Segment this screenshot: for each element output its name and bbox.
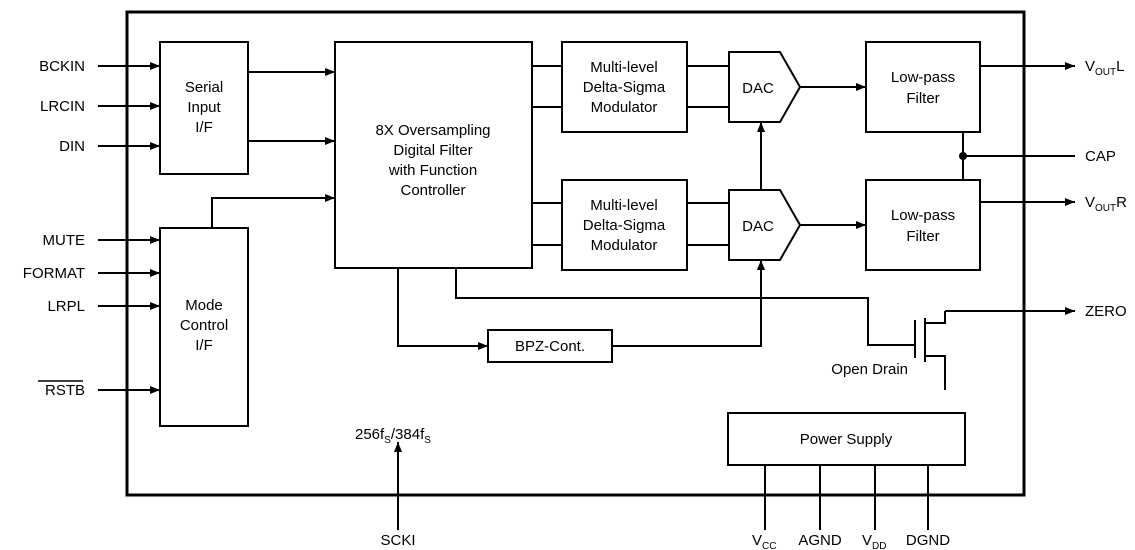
rstb-label: RSTB (45, 382, 85, 399)
mosfet-source (925, 355, 946, 390)
cap-junction-dot (959, 152, 967, 160)
mosfet-drain (925, 311, 946, 324)
filter-line-3: with Function (388, 162, 477, 179)
filter-to-bpz-arrow (397, 268, 488, 350)
mode-control-line-2: Control (180, 317, 228, 334)
vdd-label: VDD (862, 532, 886, 550)
din-label: DIN (59, 138, 85, 155)
mode-to-filter-arrow (211, 194, 335, 228)
modulator-bottom-block (561, 179, 688, 271)
scki-label: SCKI (380, 532, 415, 549)
open-drain-label: Open Drain (831, 361, 908, 378)
lowpass-top-line-2: Filter (906, 90, 939, 107)
lowpass-top-block (865, 41, 981, 133)
lrcin-label: LRCIN (40, 98, 85, 115)
modulator-top-line-3: Modulator (591, 99, 658, 116)
mode-control-line-3: I/F (195, 337, 213, 354)
filter-line-2: Digital Filter (393, 142, 472, 159)
dac-bottom-label: DAC (742, 218, 774, 235)
modulator-bottom-line-1: Multi-level (590, 197, 658, 214)
filter-line-4: Controller (400, 182, 465, 199)
mute-label: MUTE (43, 232, 86, 249)
bpz-to-dac-arrow (612, 260, 765, 347)
serial-input-line-2: Input (187, 99, 221, 116)
filter-to-zero-line (455, 268, 915, 346)
modulator-bottom-line-3: Modulator (591, 237, 658, 254)
mode-control-line-1: Mode (185, 297, 223, 314)
modulator-top-block (561, 41, 688, 133)
agnd-label: AGND (798, 532, 842, 549)
mode-control-block (159, 227, 249, 427)
dac-top-label: DAC (742, 80, 774, 97)
clock-rate-label: 256fS/384fS (355, 426, 431, 446)
vout-l-label: VOUTL (1085, 58, 1124, 78)
bckin-label: BCKIN (39, 58, 85, 75)
dac-top-block (728, 51, 802, 123)
serial-input-block (159, 41, 249, 175)
dac-bottom-block (728, 189, 802, 261)
lowpass-bottom-block (865, 179, 981, 271)
modulator-top-line-1: Multi-level (590, 59, 658, 76)
modulator-bottom-line-2: Delta-Sigma (583, 217, 666, 234)
chip-outline (125, 10, 1026, 497)
lowpass-top-line-1: Low-pass (891, 69, 955, 86)
vout-r-label: VOUTR (1085, 194, 1127, 214)
serial-input-line-3: I/F (195, 119, 213, 136)
bpz-label: BPZ-Cont. (515, 338, 585, 355)
lowpass-bottom-line-2: Filter (906, 228, 939, 245)
filter-line-1: 8X Oversampling (375, 122, 490, 139)
power-supply-block (727, 412, 966, 466)
lowpass-bottom-line-1: Low-pass (891, 207, 955, 224)
dgnd-label: DGND (906, 532, 950, 549)
vcc-label: VCC (752, 532, 776, 550)
cap-label: CAP (1085, 148, 1116, 165)
modulator-top-line-2: Delta-Sigma (583, 79, 666, 96)
oversampling-filter-block (334, 41, 533, 269)
zero-label: ZERO (1085, 303, 1127, 320)
power-supply-label: Power Supply (800, 431, 893, 448)
format-label: FORMAT (23, 265, 85, 282)
serial-input-line-1: Serial (185, 79, 223, 96)
lrpl-label: LRPL (47, 298, 85, 315)
